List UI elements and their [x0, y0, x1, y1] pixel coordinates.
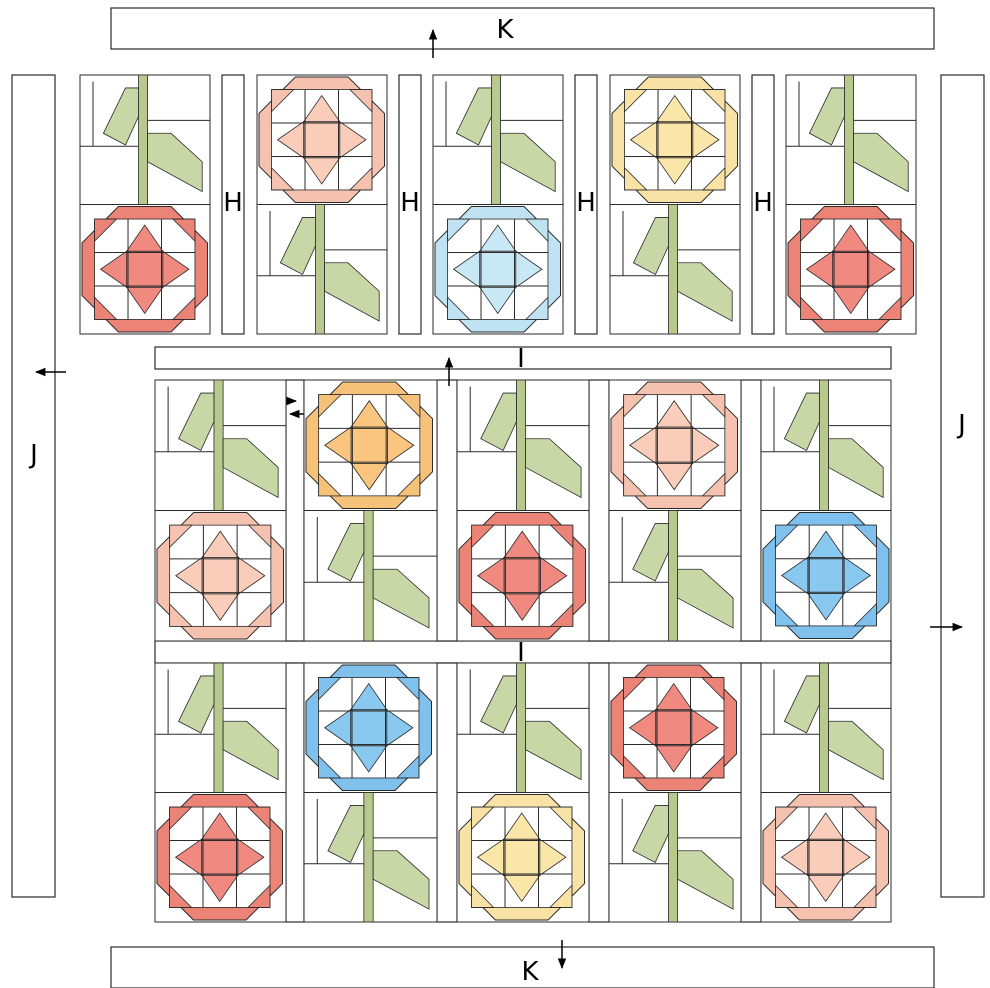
- label-h-1: H: [223, 188, 243, 218]
- top-row-block-2: [257, 75, 387, 334]
- sash-v-3: [589, 380, 609, 641]
- label-j-right: J: [956, 410, 966, 440]
- label-j-left: J: [28, 440, 38, 470]
- sash-v-2: [437, 380, 457, 641]
- middle-row-block-2: [304, 380, 437, 641]
- top-row-block-3: [433, 75, 563, 334]
- strip-k-top: [111, 8, 934, 49]
- middle-row-block-1: [155, 380, 286, 641]
- label-h-4: H: [753, 188, 773, 218]
- middle-row-block-4: [609, 380, 741, 641]
- sash-v-5: [286, 663, 304, 922]
- sash-v-8: [741, 663, 761, 922]
- label-h-2: H: [400, 188, 420, 218]
- label-i-1: I: [517, 344, 525, 374]
- strip-j-left: [12, 75, 55, 897]
- bottom-row-block-4: [609, 663, 741, 922]
- sash-v-6: [437, 663, 457, 922]
- middle-row-block-3: [457, 380, 589, 641]
- sash-v-4: [741, 380, 761, 641]
- strip-j-right: [941, 75, 984, 897]
- top-row-block-5: [786, 75, 916, 334]
- middle-row-block-5: [761, 380, 891, 641]
- top-row-block-1: [80, 75, 210, 334]
- label-k-top: K: [496, 15, 514, 45]
- bottom-row-block-1: [155, 663, 286, 922]
- bottom-row-block-2: [304, 663, 437, 922]
- sash-v-1: [286, 380, 304, 641]
- bottom-row-block-5: [761, 663, 891, 922]
- label-h-3: H: [576, 188, 596, 218]
- sash-v-7: [589, 663, 609, 922]
- flower-blocks: [80, 75, 916, 922]
- top-row-block-4: [610, 75, 740, 334]
- label-k-bottom: K: [521, 957, 539, 987]
- bottom-row-block-3: [457, 663, 589, 922]
